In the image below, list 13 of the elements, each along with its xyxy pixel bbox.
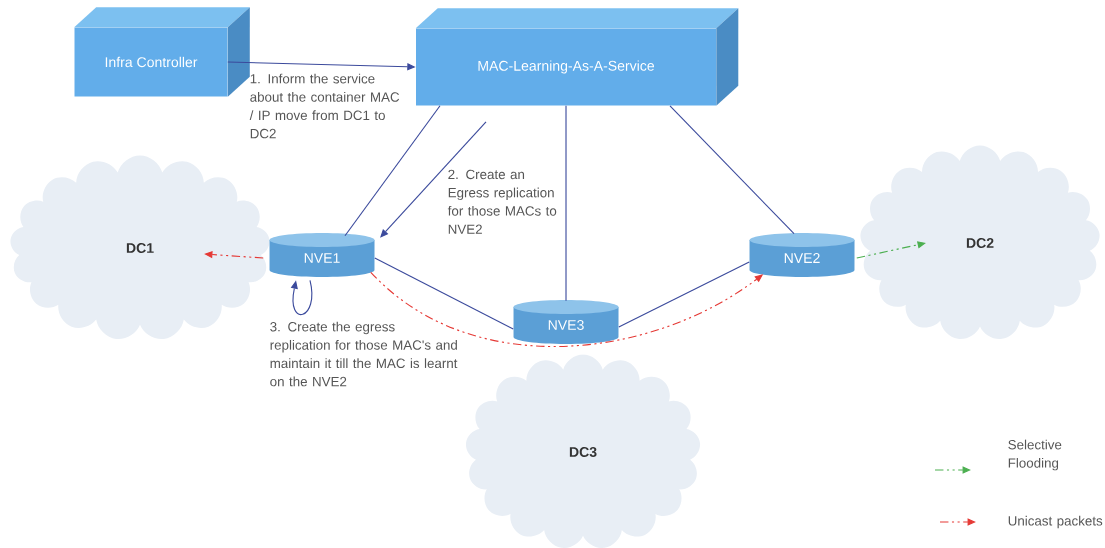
arrow <box>380 121 487 238</box>
service-box: MAC-Learning-As-A-Service <box>415 8 739 106</box>
database-cylinder: NVE3 <box>513 300 619 344</box>
legend-text: Selective Flooding <box>1008 439 1062 471</box>
edge-label: 3. Create the egress replication for those MAC's and maintain it till the MAC is learnt on the NVE2 <box>270 321 458 387</box>
database-cylinder: NVE1 <box>269 233 375 277</box>
arrow <box>290 279 313 315</box>
database-cylinder: NVE2 <box>749 233 855 277</box>
edge-label: 2. Create an Egress replication for those MACs to NVE2 <box>447 169 557 234</box>
legend-text: Unicast packets <box>1008 515 1103 529</box>
service-box: Infra Controller <box>74 7 250 97</box>
edge-label: 1. Inform the service about the container MAC / IP move from DC1 to DC2 <box>249 73 400 139</box>
arrow <box>856 241 926 259</box>
